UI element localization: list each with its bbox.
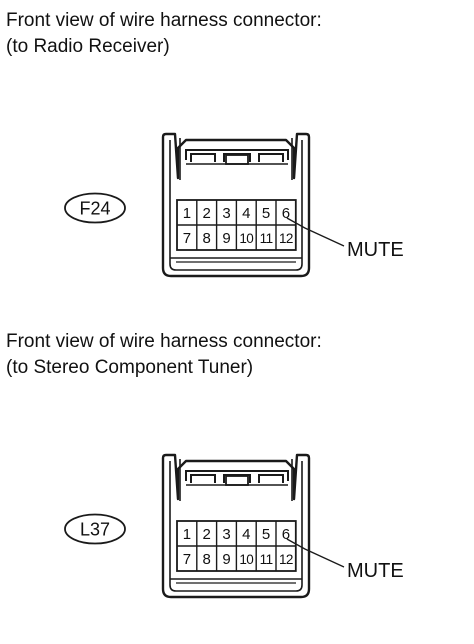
connector-l37-pin-5: 5 <box>262 526 270 543</box>
connector-f24-lock-tab <box>190 153 216 162</box>
connector-l37-pin-2: 2 <box>203 526 211 543</box>
connector-l37-pin-12: 12 <box>279 552 293 567</box>
connector-f24-callout-line <box>286 217 345 247</box>
connector-f24-title-line1: Front view of wire harness connector: <box>6 10 322 31</box>
connector-l37-pin-7: 7 <box>183 551 191 568</box>
connector-f24-pin-4: 4 <box>242 205 250 222</box>
connector-l37-lock-tab <box>258 474 284 483</box>
connector-f24-code-label: F24 <box>79 199 110 219</box>
connector-l37-callout-label: MUTE <box>347 560 404 582</box>
connector-l37-pin-9: 9 <box>222 551 230 568</box>
connector-l37-title-line1: Front view of wire harness connector: <box>6 331 322 352</box>
connector-l37-title: Front view of wire harness connector: (t… <box>6 329 322 381</box>
connector-f24-code-badge <box>64 192 126 224</box>
connector-l37-pin-10: 10 <box>239 552 253 567</box>
connector-l37-code-badge <box>64 513 126 545</box>
connector-f24-callout-label: MUTE <box>347 239 404 261</box>
connector-l37-inner-wall <box>169 461 303 592</box>
connector-l37-housing <box>161 453 311 599</box>
connector-f24-pin-5: 5 <box>262 205 270 222</box>
connector-l37-lock-tab <box>223 474 251 483</box>
connector-f24-pin-11: 11 <box>260 231 273 246</box>
connector-l37-pin-3: 3 <box>222 526 230 543</box>
connector-f24-housing <box>161 132 311 278</box>
connector-l37-pin-8: 8 <box>203 551 211 568</box>
connector-f24-lock-block <box>225 154 249 165</box>
connector-f24-pin-3: 3 <box>222 205 230 222</box>
connector-f24-lock-frame <box>185 149 289 160</box>
connector-l37-title-line2: (to Stereo Component Tuner) <box>6 357 254 378</box>
connector-l37-callout-line <box>286 538 345 568</box>
connector-f24-inner-wall <box>169 140 303 271</box>
connector-f24-pin-12: 12 <box>279 231 293 246</box>
connector-l37-lock-tab <box>190 474 216 483</box>
connector-l37-code-label: L37 <box>80 520 110 540</box>
connector-f24-pin-6: 6 <box>282 205 290 222</box>
connector-f24-pin-8: 8 <box>203 230 211 247</box>
connector-l37-pin-1: 1 <box>183 526 191 543</box>
connector-l37-pin-6: 6 <box>282 526 290 543</box>
connector-l37-pin-4: 4 <box>242 526 250 543</box>
connector-f24-title-line2: (to Radio Receiver) <box>6 36 170 57</box>
connector-f24-pin-1: 1 <box>183 205 191 222</box>
connector-l37-lock-frame <box>185 470 289 481</box>
connector-f24-title: Front view of wire harness connector: (t… <box>6 8 322 60</box>
connector-l37-pin-11: 11 <box>260 552 273 567</box>
connector-f24-lock-tab <box>223 153 251 162</box>
connector-f24-pin-9: 9 <box>222 230 230 247</box>
connector-f24-lock-tab <box>258 153 284 162</box>
connector-f24-pin-7: 7 <box>183 230 191 247</box>
connector-f24-pin-2: 2 <box>203 205 211 222</box>
connector-l37-lock-block <box>225 475 249 486</box>
connector-f24-pin-10: 10 <box>239 231 253 246</box>
